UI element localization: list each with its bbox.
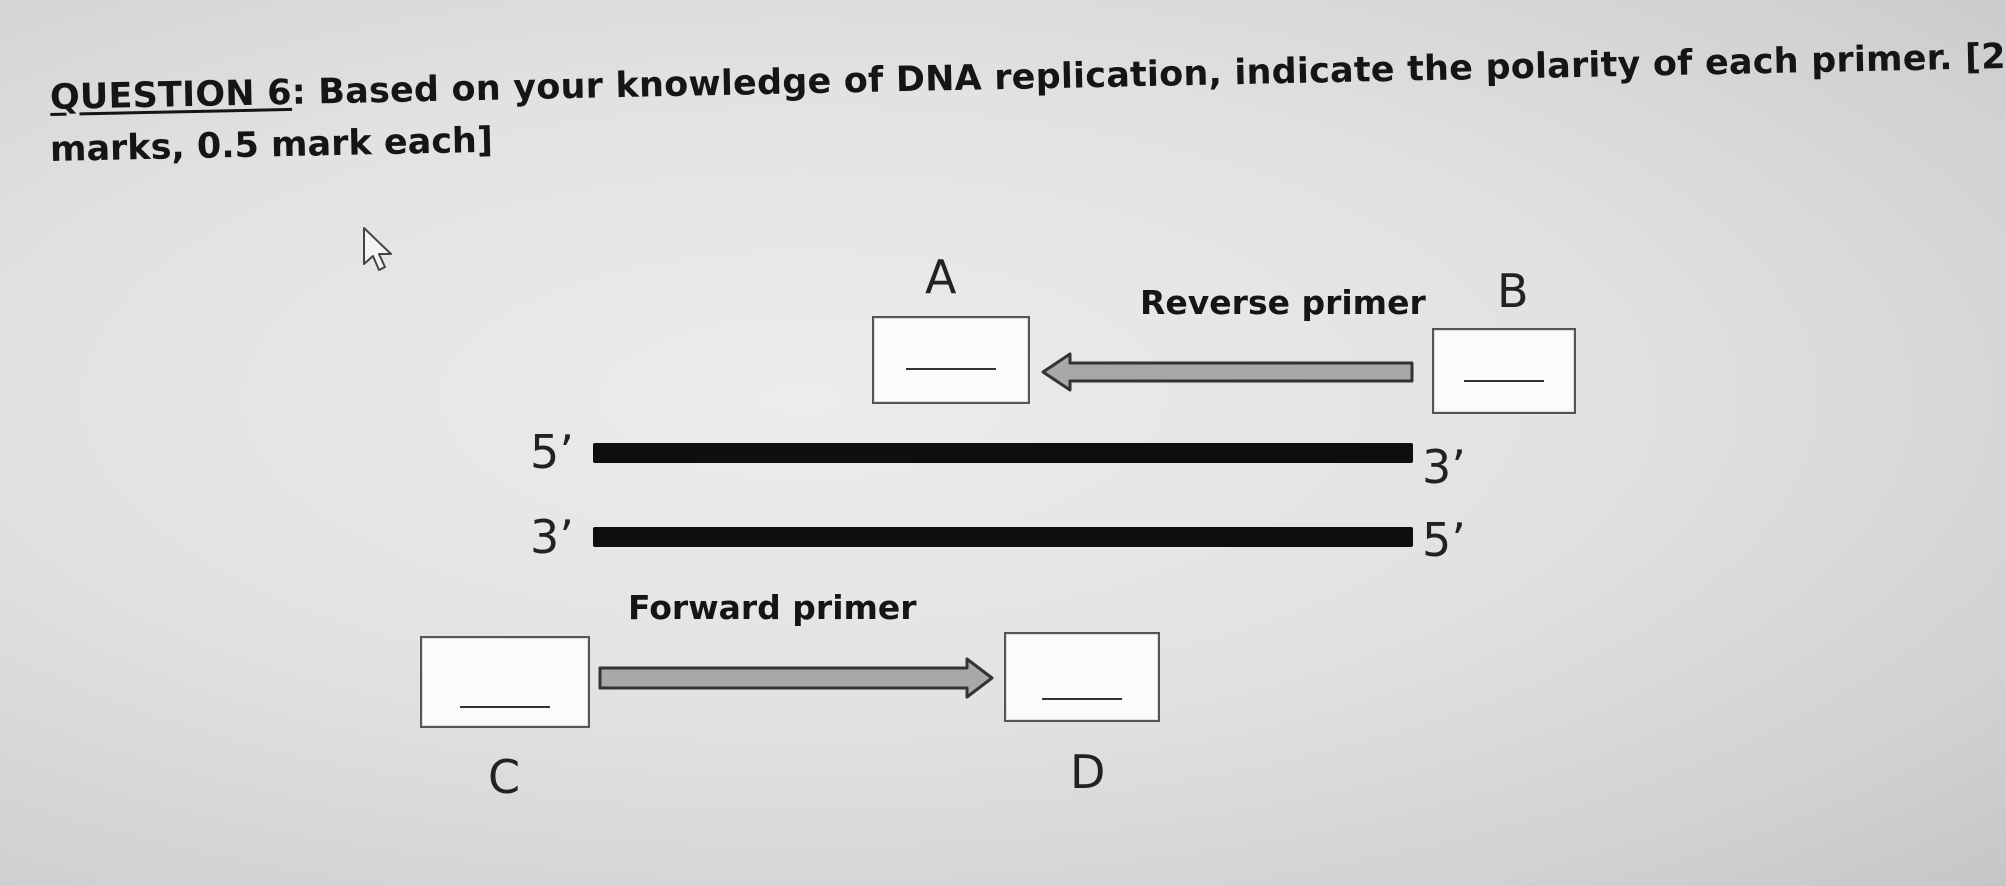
bottom-strand-right-end: 5’ [1422,513,1466,567]
forward-primer-label: Forward primer [628,588,917,627]
top-strand-left-end: 5’ [530,425,574,479]
answer-blank-c[interactable] [460,706,550,708]
reverse-primer-label: Reverse primer [1140,283,1426,322]
reverse-primer-arrow [1041,352,1414,392]
top-dna-strand [593,443,1413,463]
answer-box-b[interactable] [1432,328,1576,414]
question-label: QUESTION 6 [49,72,293,118]
answer-blank-a[interactable] [906,368,996,370]
box-letter-c: C [488,750,521,804]
answer-blank-b[interactable] [1464,380,1544,382]
answer-box-a[interactable] [872,316,1030,404]
forward-primer-arrow [598,657,994,699]
bottom-dna-strand [593,527,1413,547]
box-letter-d: D [1070,745,1106,799]
answer-box-c[interactable] [420,636,590,728]
arrow-pointer-icon [363,227,392,271]
box-letter-b: B [1497,264,1529,318]
box-letter-a: A [925,250,957,304]
answer-box-d[interactable] [1004,632,1160,722]
question-text-line2: marks, 0.5 mark each] [49,120,494,170]
question-text: : Based on your knowledge of DNA replica… [291,37,2006,113]
top-strand-right-end: 3’ [1422,440,1466,494]
answer-blank-d[interactable] [1042,698,1122,700]
question-text-line1: QUESTION 6: Based on your knowledge of D… [50,37,2006,118]
bottom-strand-left-end: 3’ [530,510,574,564]
